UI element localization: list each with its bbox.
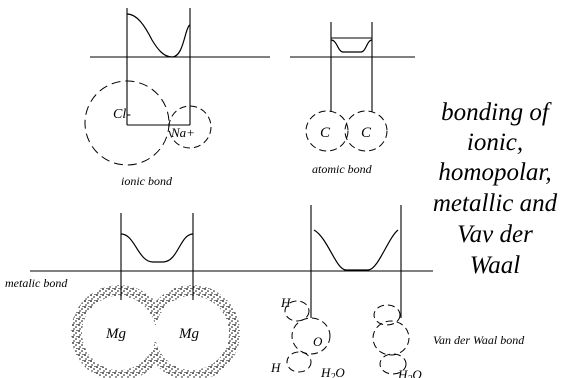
water-oxygen-shell — [292, 318, 330, 354]
water-molecule-label: H2O — [320, 365, 345, 378]
left-mg-label: Mg — [105, 326, 126, 342]
title-line-3: homopolar, — [438, 159, 551, 186]
title-line-4: metallic and — [433, 190, 558, 217]
ionic-bond-caption: ionic bond — [121, 174, 173, 188]
vdw-potential-curve — [314, 230, 398, 270]
right-mg-label: Mg — [178, 326, 199, 342]
water-bottom-hydrogen-shell — [287, 352, 311, 372]
cl-ion-label: Cl- — [113, 107, 131, 122]
vdw-molecule-main-shell — [373, 321, 409, 355]
right-carbon-label: C — [361, 125, 372, 141]
ionic-potential-curve — [127, 14, 190, 57]
title-line-5: Vav der — [457, 221, 533, 248]
metallic-bond-group: metalic bond Mg Mg — [5, 213, 240, 378]
metallic-potential-curve — [121, 234, 193, 262]
water-oxygen-label: O — [313, 334, 323, 349]
left-carbon-label: C — [320, 125, 331, 141]
metallic-bond-caption: metalic bond — [5, 276, 68, 290]
ionic-bond-group: Cl- Na+ ionic bond — [85, 8, 270, 188]
title-line-6: Waal — [470, 252, 521, 279]
title-line-1: bonding of — [441, 99, 552, 126]
vdw-bond-caption: Van der Waal bond — [433, 333, 525, 347]
vdw-molecule-top-shell — [374, 305, 400, 325]
vdw-molecule-label: H2O — [397, 367, 422, 378]
na-ion-label: Na+ — [170, 125, 195, 140]
water-top-h-label: H — [280, 295, 291, 310]
atomic-bond-caption: atomic bond — [312, 162, 373, 176]
water-bottom-h-label: H — [270, 360, 281, 375]
atomic-potential-curve — [331, 40, 372, 52]
atomic-bond-group: C C atomic bond — [290, 22, 415, 176]
diagram-title: bonding of ionic, homopolar, metallic an… — [433, 99, 558, 279]
title-line-2: ionic, — [467, 129, 523, 156]
